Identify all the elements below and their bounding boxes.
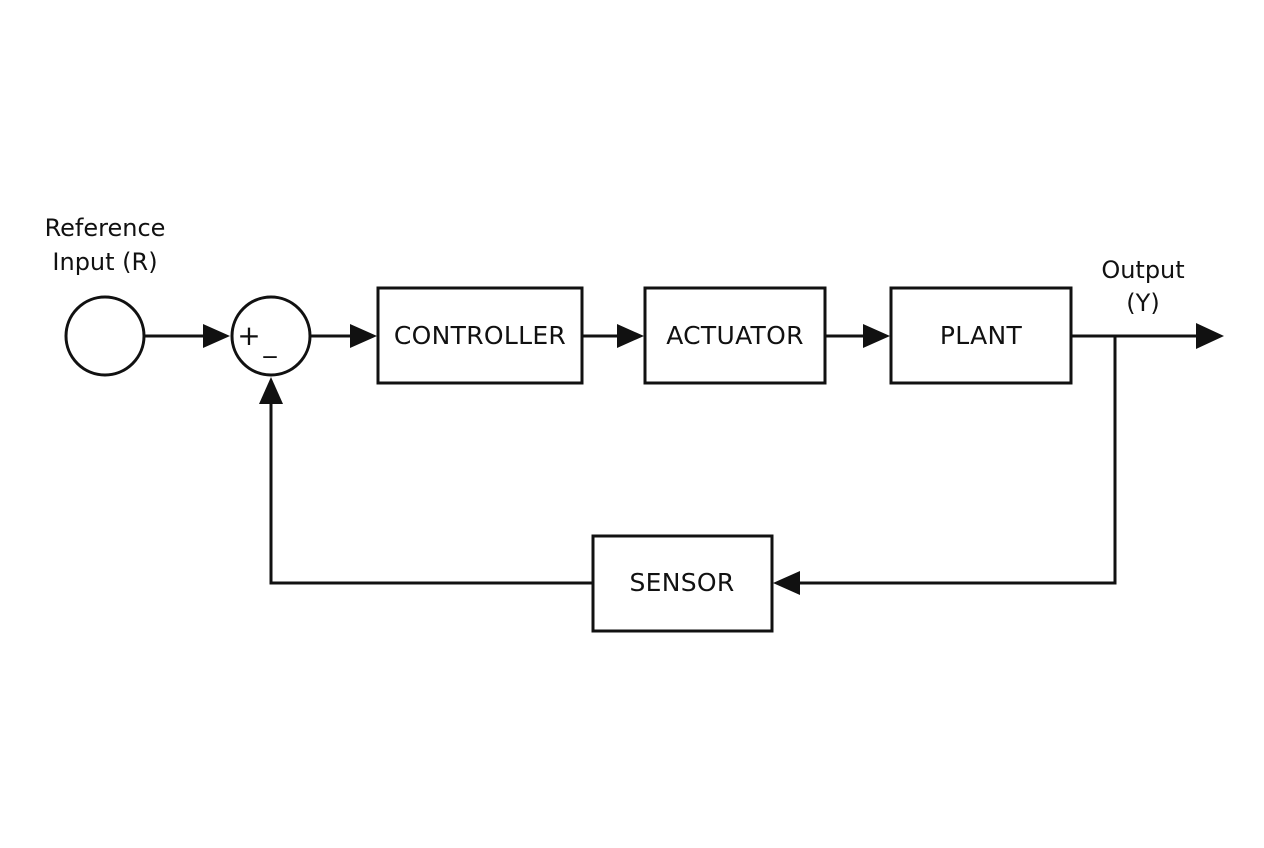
actuator-label: ACTUATOR — [666, 321, 804, 350]
arrowhead-into-plant — [863, 324, 890, 348]
output-label-line1: Output — [1101, 256, 1184, 284]
plant-block — [889, 286, 1073, 385]
reference-label-line2: Input (R) — [52, 248, 157, 276]
arrowhead-output — [1196, 323, 1224, 349]
controller-label: CONTROLLER — [394, 321, 566, 350]
arrowhead-feedback-into-sum — [259, 377, 283, 404]
summing-minus-sign: _ — [263, 329, 278, 359]
sensor-block — [591, 534, 774, 633]
connector-sensor-to-sum — [269, 400, 593, 585]
reference-input-node — [64, 295, 146, 377]
arrowhead-into-controller — [350, 324, 377, 348]
arrowhead-into-actuator — [617, 324, 644, 348]
output-label-line2: (Y) — [1126, 289, 1159, 317]
controller-block — [376, 286, 584, 385]
arrowhead-into-sum — [203, 324, 230, 348]
connector-output-to-sensor — [790, 336, 1117, 585]
plant-label: PLANT — [940, 321, 1023, 350]
reference-label-line1: Reference — [45, 214, 166, 242]
sensor-label: SENSOR — [629, 568, 734, 597]
arrowhead-into-sensor — [773, 571, 800, 595]
summing-plus-sign: + — [237, 319, 260, 352]
